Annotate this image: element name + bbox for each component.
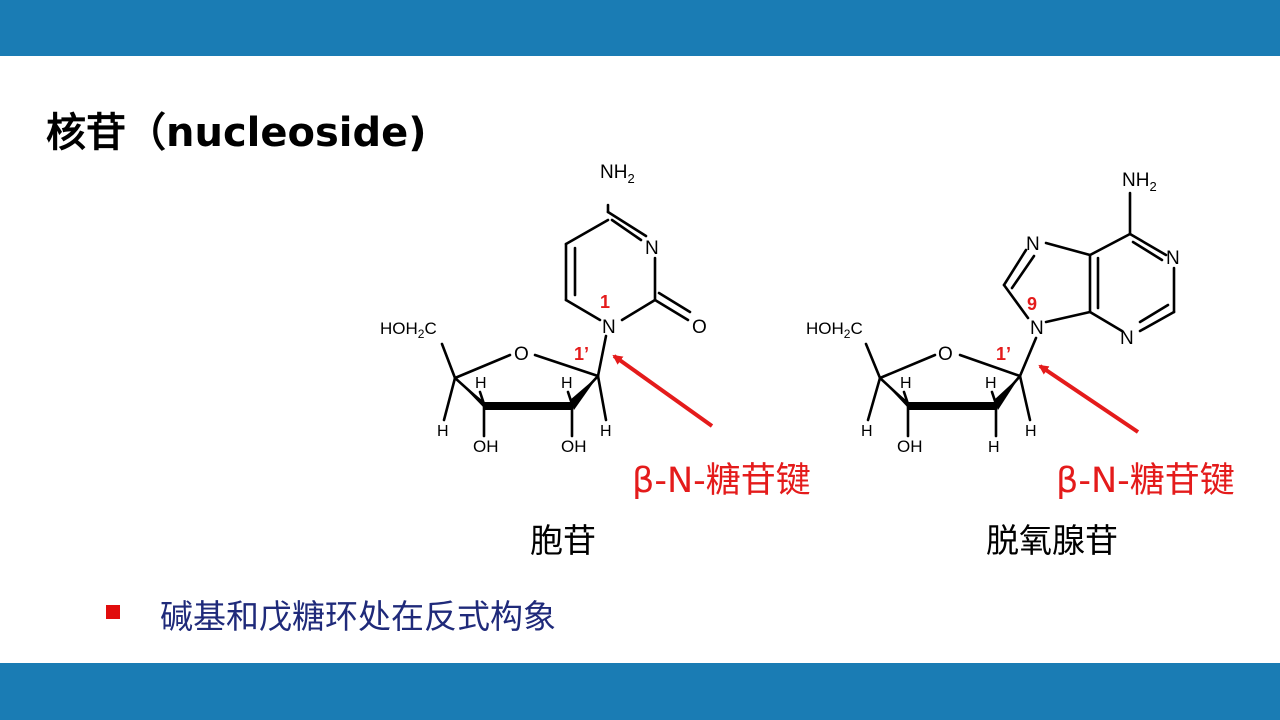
deoxyadenosine-n3: N	[1120, 328, 1134, 349]
deoxyadenosine-bond-arrow	[1038, 364, 1140, 434]
cytidine-bond-label: β-N-糖苷键	[632, 461, 811, 501]
deoxyadenosine-ch2oh: HOH2C	[806, 319, 863, 341]
deoxyadenosine-n7: N	[1026, 234, 1040, 255]
cytidine-h: H	[600, 423, 612, 440]
deoxyadenosine-oh: OH	[897, 437, 923, 456]
deoxyadenosine-h: H	[900, 375, 912, 392]
cytidine-n3: N	[645, 238, 659, 259]
deoxyadenosine-bond-label: β-N-糖苷键	[1056, 461, 1235, 501]
cytidine-wedge-left	[455, 378, 486, 410]
deoxyadenosine-position-9: 9	[1027, 294, 1037, 314]
deoxyadenosine-ring-o: O	[938, 344, 953, 365]
deoxyadenosine-h: H	[985, 375, 997, 392]
deoxyadenosine-h: H	[861, 423, 873, 440]
cytidine-carbonyl-o: O	[692, 317, 707, 338]
deoxyadenosine-n1: N	[1166, 248, 1180, 269]
deoxyadenosine-amine: NH2	[1122, 170, 1157, 194]
deoxyadenosine-wedge-right	[994, 376, 1020, 410]
cytidine-oh: OH	[561, 437, 587, 456]
cytidine-position-1: 1	[600, 292, 610, 312]
deoxyadenosine-n9: N	[1030, 318, 1044, 339]
slide-title: 核苷（nucleoside)	[46, 110, 427, 156]
deoxyadenosine-h: H	[988, 439, 1000, 456]
cytidine-oh: OH	[473, 437, 499, 456]
deoxyadenosine-structure	[864, 191, 1176, 438]
bullet-text: 碱基和戊糖环处在反式构象	[160, 597, 556, 636]
cytidine-caption: 胞苷	[530, 521, 596, 560]
cytidine-ring-o: O	[514, 344, 529, 365]
cytidine-bond-arrow	[612, 354, 714, 428]
cytidine-h: H	[561, 375, 573, 392]
deoxyadenosine-wedge-left	[880, 378, 910, 410]
cytidine-amine: NH2	[600, 162, 635, 186]
cytidine-n1: N	[602, 317, 616, 338]
cytidine-ch2oh: HOH2C	[380, 319, 437, 341]
bottom-banner	[0, 663, 1280, 720]
deoxyadenosine-h: H	[1025, 423, 1037, 440]
bullet-marker	[106, 605, 120, 619]
cytidine-wedge-right	[570, 376, 598, 410]
deoxyadenosine-position-1prime: 1’	[996, 344, 1011, 364]
deoxyadenosine-caption: 脱氧腺苷	[986, 521, 1118, 560]
top-banner	[0, 0, 1280, 56]
cytidine-h: H	[475, 375, 487, 392]
cytidine-h: H	[437, 423, 449, 440]
cytidine-position-1prime: 1’	[574, 344, 589, 364]
